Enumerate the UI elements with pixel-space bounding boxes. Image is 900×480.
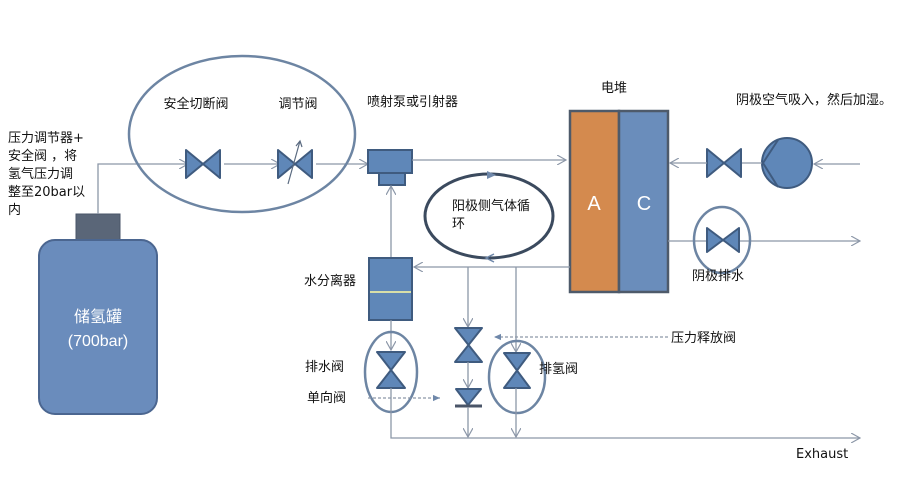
- air-compressor[interactable]: [761, 137, 813, 189]
- gate-valve-icon: [185, 149, 221, 179]
- supply-pipe: [97, 164, 188, 214]
- safety-shutoff-valve-label: 安全切断阀: [163, 96, 228, 112]
- fuel-cell-stack[interactable]: A C: [568, 109, 670, 294]
- recirculation-label-line-1: 阳极侧气体循: [452, 198, 530, 214]
- compressor-icon: [761, 137, 813, 189]
- drain-valve[interactable]: [376, 351, 406, 389]
- safety-shutoff-valve[interactable]: [185, 149, 221, 179]
- tank-name: 储氢罐: [74, 308, 122, 326]
- exhaust-label: Exhaust: [796, 447, 848, 462]
- tank-cap: [75, 213, 121, 243]
- tank-pressure: (700bar): [68, 333, 128, 350]
- recirculation-loop: [423, 172, 555, 260]
- gate-valve-icon: [706, 148, 742, 178]
- ejector[interactable]: [367, 149, 413, 186]
- check-valve-label: 单向阀: [307, 390, 346, 406]
- cathode-drain-outline: [692, 205, 752, 275]
- hydrogen-tank[interactable]: 储氢罐 (700bar): [38, 213, 158, 415]
- cathode-drain-valve[interactable]: [706, 227, 740, 253]
- stack-label: 电堆: [601, 81, 627, 96]
- drain-valve-label: 排水阀: [305, 360, 344, 375]
- purge-valve-label: 排氢阀: [539, 362, 578, 377]
- tank-body: [38, 239, 158, 415]
- valve-group-outline: [127, 54, 357, 214]
- loop-arrow-top-icon: [487, 171, 496, 179]
- regulating-valve-label: 调节阀: [278, 97, 317, 112]
- water-separator[interactable]: [368, 257, 413, 321]
- anode-recirculation: 阳极侧气体循 环: [423, 171, 555, 263]
- regulator-note-line-3: 氢气压力调: [8, 166, 73, 182]
- purge-valve[interactable]: [503, 352, 531, 389]
- loop-arrow-bottom-icon: [484, 253, 495, 263]
- check-valve-icon: [455, 388, 482, 406]
- pressure-relief-valve[interactable]: [454, 327, 483, 363]
- cathode-inlet-valve[interactable]: [706, 148, 742, 178]
- regulator-note-line-4: 整至20bar以: [8, 185, 85, 200]
- recirculation-label-line-2: 环: [452, 217, 465, 232]
- ejector-body: [367, 149, 413, 174]
- adjust-arrow-icon: [287, 140, 301, 185]
- cathode-drain-label: 阴极排水: [692, 269, 744, 284]
- purge-valve-outline: [487, 339, 547, 415]
- regulating-valve[interactable]: [277, 139, 313, 185]
- exhaust-pipe: [390, 388, 860, 438]
- relief-valve-icon: [454, 327, 483, 363]
- ejector-label: 喷射泵或引射器: [367, 94, 458, 110]
- control-valve-icon: [277, 149, 313, 179]
- stack-cathode: [617, 109, 670, 294]
- check-valve[interactable]: [455, 388, 482, 408]
- separator-body: [368, 257, 413, 321]
- anode-letter: A: [587, 193, 601, 215]
- water-separator-label: 水分离器: [304, 273, 356, 289]
- regulator-note-line-2: 安全阀 ，将: [8, 148, 77, 164]
- regulator-note: 压力调节器+ 安全阀 ，将 氢气压力调 整至20bar以 内: [8, 131, 85, 218]
- cathode-air-label: 阴极空气吸入，然后加湿。: [736, 92, 892, 108]
- regulator-note-line-1: 压力调节器+: [8, 131, 84, 146]
- purge-valve-icon: [503, 352, 531, 389]
- drain-valve-icon: [376, 351, 406, 389]
- regulator-note-line-5: 内: [8, 202, 21, 218]
- pressure-relief-valve-label: 压力释放阀: [671, 331, 736, 346]
- gate-valve-icon: [706, 227, 740, 253]
- cathode-letter: C: [637, 193, 651, 215]
